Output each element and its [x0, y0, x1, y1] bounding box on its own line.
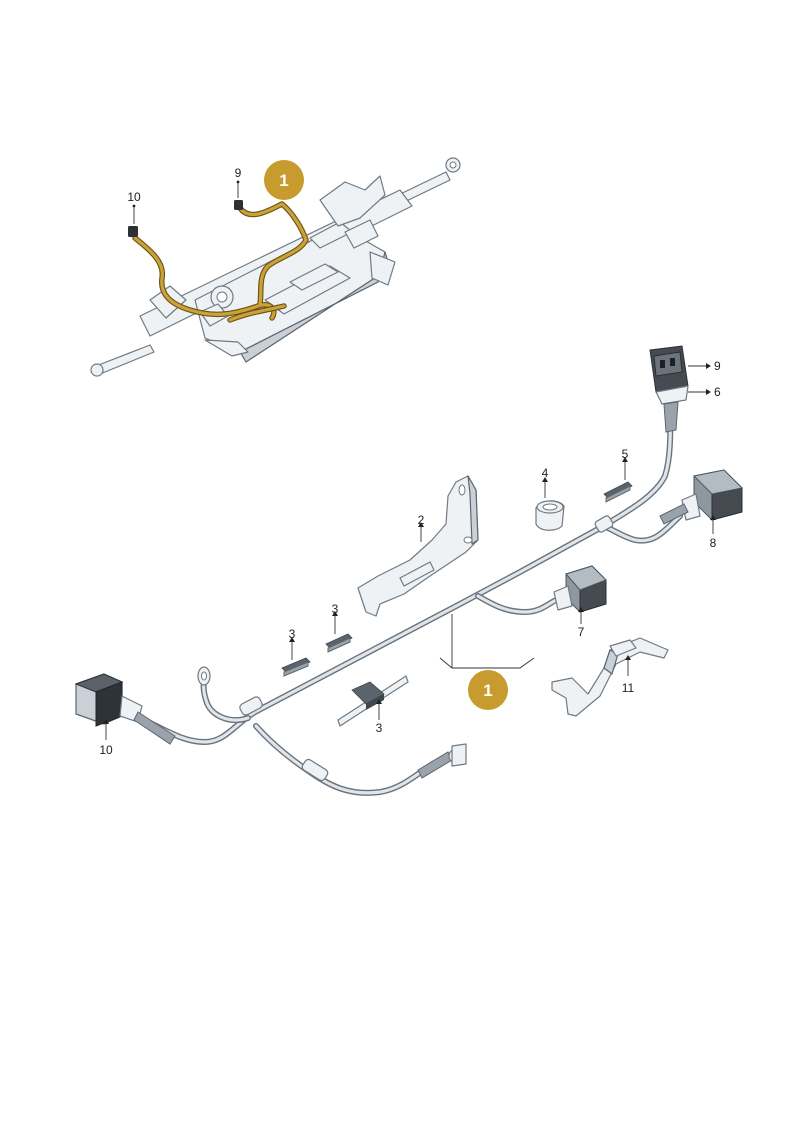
callout-9: 9 [714, 359, 721, 373]
harness-exploded: 1 9 6 5 4 2 3 3 3 [74, 345, 744, 796]
ground-eyelet [197, 666, 211, 686]
callout-11: 11 [622, 681, 635, 695]
callout-3-left: 3 [289, 627, 296, 641]
callout-2: 2 [418, 513, 425, 527]
grommet-4 [535, 500, 565, 531]
connector-8 [659, 469, 744, 525]
callout-10: 10 [99, 743, 113, 757]
connector-10-mini [128, 226, 138, 237]
highlighted-harness [128, 200, 309, 323]
connector-9-mini [234, 200, 243, 210]
connector-9 [649, 345, 689, 433]
clip-3-cable-tie [337, 675, 409, 727]
callout-8: 8 [710, 536, 717, 550]
clip-3-left [281, 657, 311, 677]
tie-rod-left [90, 344, 155, 377]
tie-rod-right [391, 157, 461, 207]
clip-3-middle [325, 633, 353, 653]
harness-trunk [132, 397, 683, 796]
connector-7 [553, 565, 607, 613]
svg-text:1: 1 [279, 171, 288, 190]
callout-6: 6 [714, 385, 721, 399]
callout-7: 7 [578, 625, 585, 639]
clip-5 [603, 481, 633, 503]
overview-badge: 1 [264, 160, 304, 200]
ground-bolt [417, 743, 467, 779]
mount-bracket [319, 175, 386, 227]
exploded-badge: 1 [468, 670, 508, 710]
bracket-2 [357, 475, 479, 617]
callout-ov-10: 10 [127, 190, 141, 204]
callout-5: 5 [622, 447, 629, 461]
steering-rack-overview: 10 9 1 [90, 157, 461, 377]
callout-ov-9: 9 [235, 166, 242, 180]
callout-3-middle: 3 [332, 602, 339, 616]
bracket-11 [551, 637, 669, 717]
svg-text:1: 1 [483, 681, 492, 700]
callout-4: 4 [542, 466, 549, 480]
assembly-bracket-line [439, 657, 535, 669]
connector-10 [74, 673, 176, 745]
callout-3-bottom: 3 [376, 721, 383, 735]
